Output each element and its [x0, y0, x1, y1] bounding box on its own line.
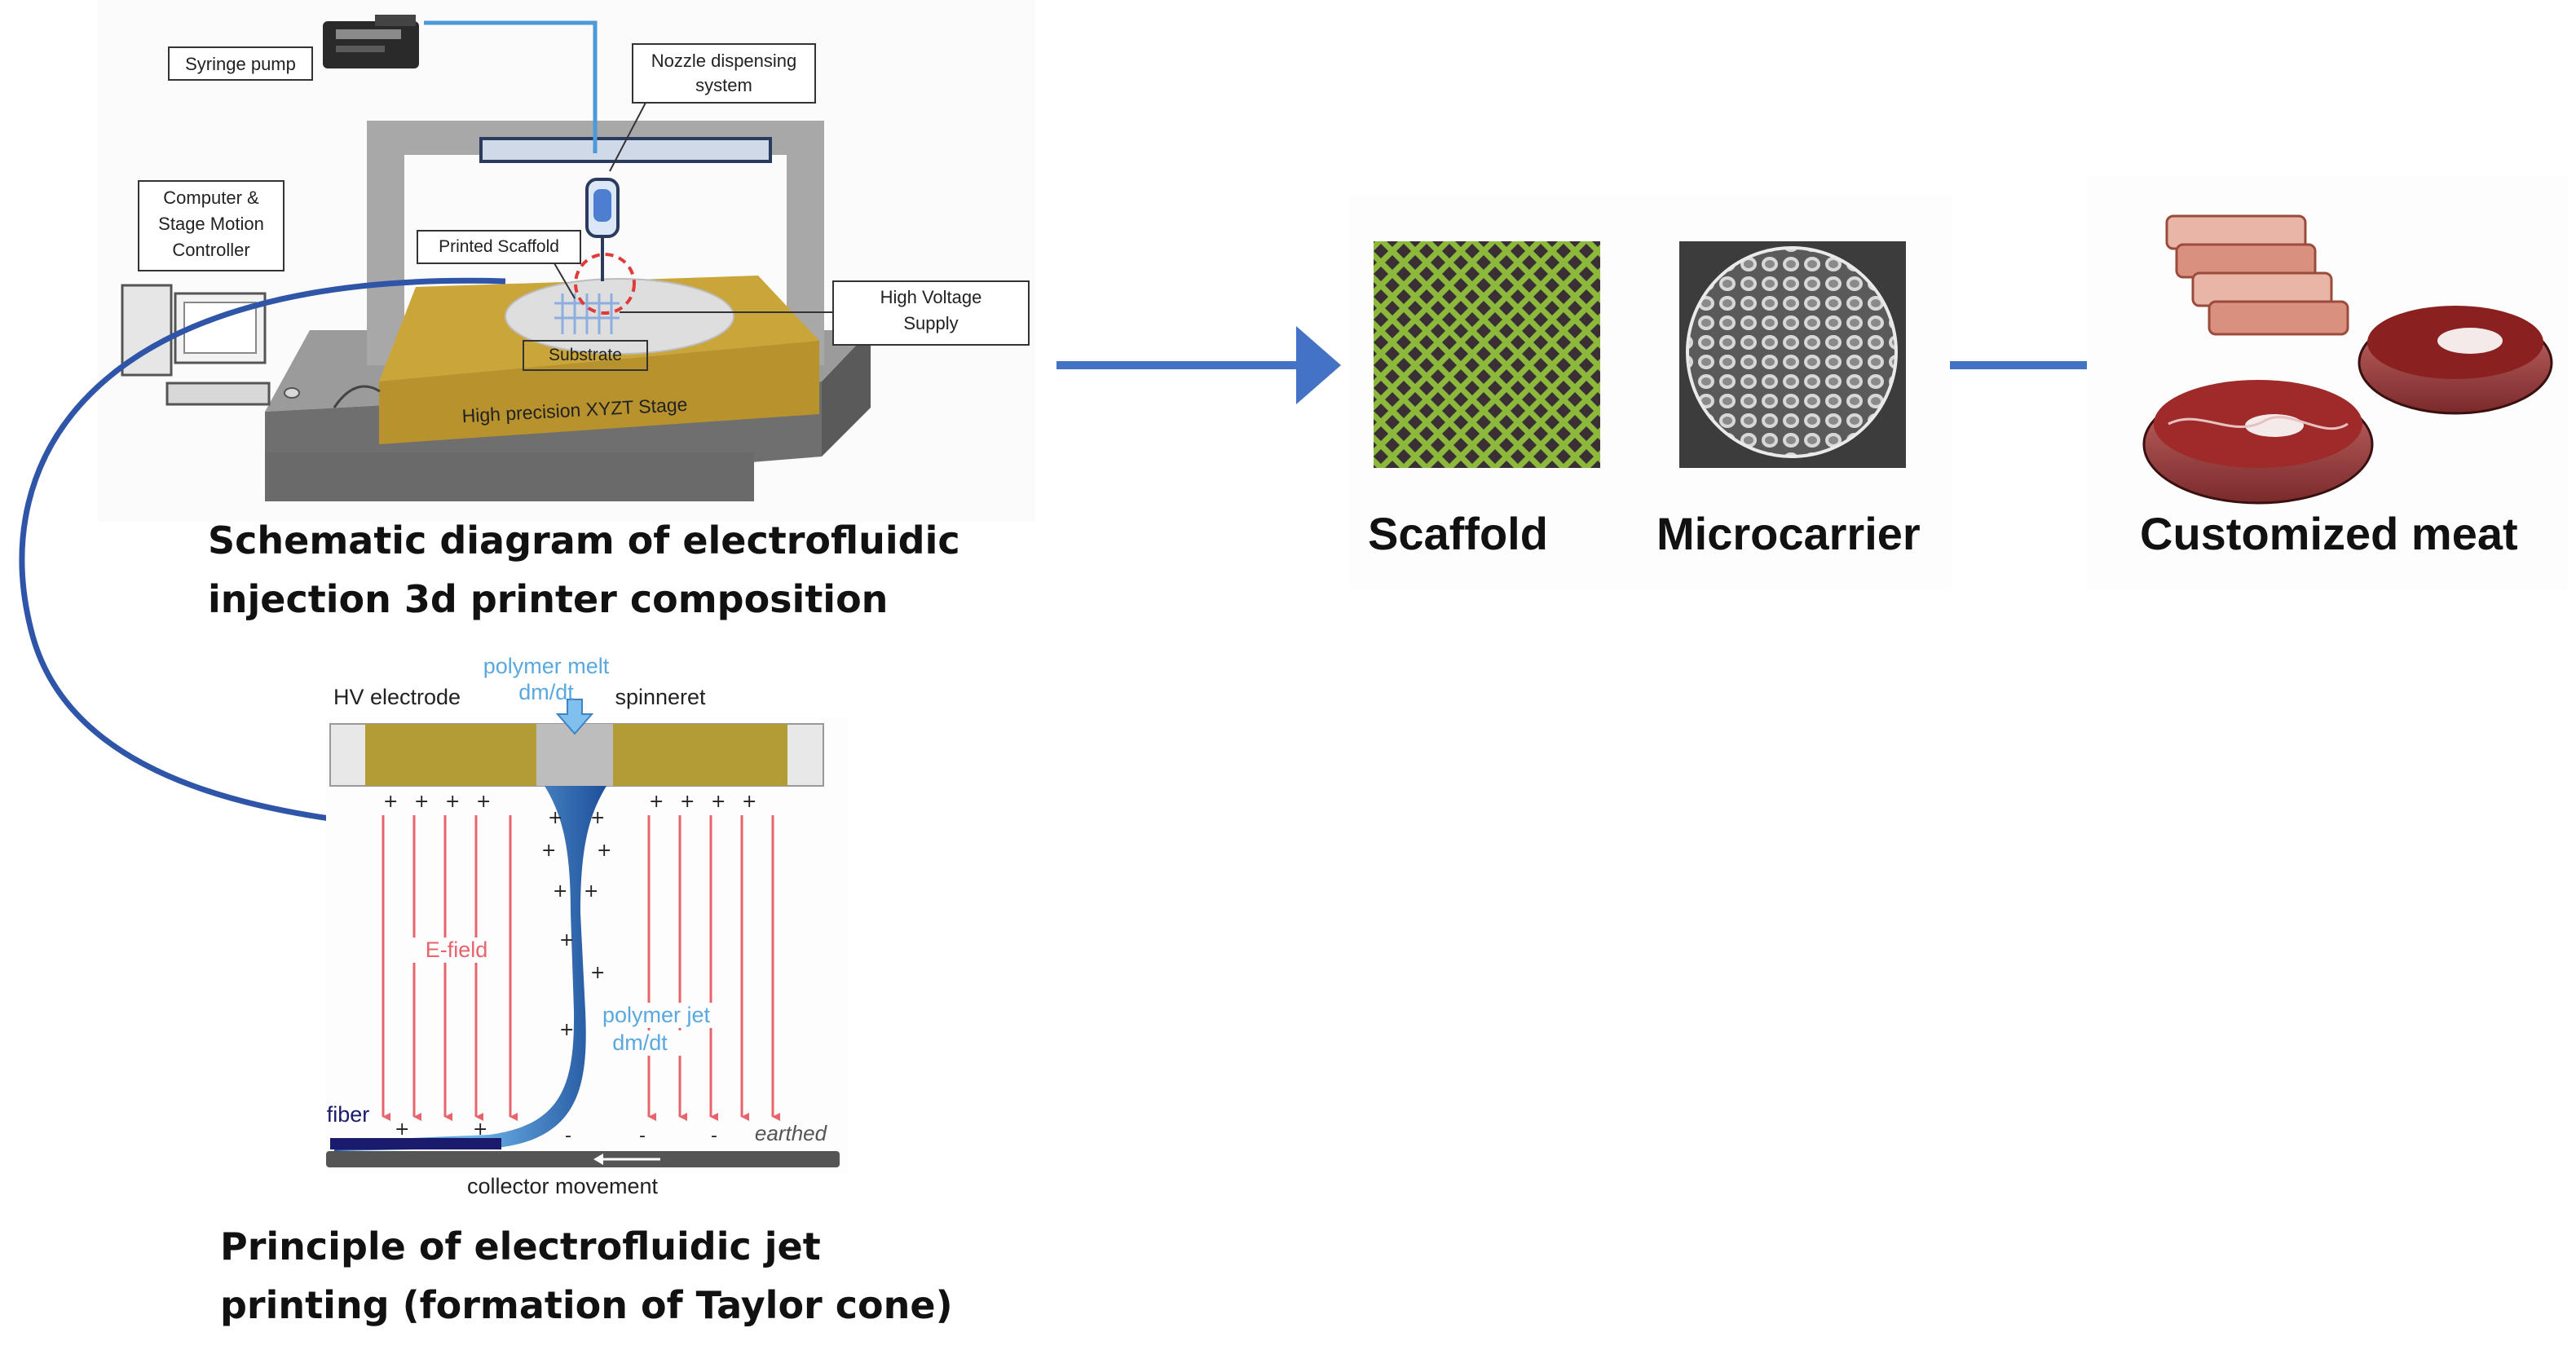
- svg-text:+: +: [742, 792, 756, 812]
- syringe-pump-icon: [323, 15, 419, 68]
- svg-text:+: +: [476, 792, 491, 812]
- leader-nozzle: [609, 102, 646, 172]
- taylor-cone-jet: [334, 786, 607, 1151]
- computer-label-line3: Controller: [172, 240, 250, 260]
- syringe-pump-box: [168, 46, 313, 81]
- svg-text:+: +: [548, 808, 562, 828]
- svg-text:+: +: [473, 1119, 487, 1140]
- svg-text:+: +: [680, 792, 695, 812]
- svg-text:+: +: [559, 1020, 574, 1040]
- printed-scaffold-label: Printed Scaffold: [439, 237, 559, 256]
- scaffold-caption: Scaffold: [1368, 508, 1548, 559]
- svg-text:+: +: [649, 792, 664, 812]
- fiber-label: fiber: [326, 1102, 370, 1127]
- jet-principle: + + + + + + + + + + + + + + + + + + + - - -: [326, 699, 848, 1174]
- svg-text:+: +: [590, 963, 605, 983]
- printer-base-bottom: [265, 452, 754, 501]
- computer-label-line1: Computer &: [163, 188, 259, 208]
- fiber: [330, 1138, 501, 1149]
- computer-label-line2: Stage Motion: [158, 214, 264, 234]
- svg-text:+: +: [559, 930, 574, 951]
- printer-base-side: [822, 330, 871, 457]
- svg-text:+: +: [553, 881, 567, 902]
- jet-caption-line2: printing (formation of Taylor cone): [220, 1283, 953, 1327]
- customized-meat-caption: Customized meat: [2140, 508, 2518, 559]
- feed-tube: [424, 20, 598, 153]
- computer-box: [138, 180, 285, 271]
- svg-text:+: +: [541, 840, 556, 861]
- e-field-label: E-field: [412, 938, 501, 963]
- hv-electrode-left: [365, 724, 536, 786]
- nozzle-label-line2: system: [695, 75, 752, 95]
- printer-schematic: [98, 0, 1035, 522]
- nozzle-focus-circle: [574, 253, 636, 315]
- svg-text:-: -: [711, 1126, 717, 1146]
- svg-text:+: +: [597, 840, 611, 861]
- stage-front: [379, 341, 819, 444]
- polymer-melt-label: polymer melt: [483, 654, 610, 678]
- jet-caption-line1: Principle of electrofluidic jet: [220, 1224, 821, 1268]
- frame-left-pillar: [367, 121, 404, 365]
- substrate-disc: [505, 278, 734, 355]
- svg-text:+: +: [711, 792, 726, 812]
- hv-electrode-right: [613, 724, 787, 786]
- spinneret-label: spinneret: [615, 685, 706, 709]
- microcarrier-caption: Microcarrier: [1656, 508, 1921, 559]
- svg-text:+: +: [383, 792, 398, 812]
- svg-text:-: -: [565, 1126, 571, 1146]
- control-cable: [333, 385, 381, 408]
- e-field-arrows: [382, 815, 780, 1121]
- nozzle-box: [632, 43, 816, 104]
- nozzle-label-line1: Nozzle dispensing: [651, 51, 797, 71]
- printer-caption-line1: Schematic diagram of electrofluidic: [208, 518, 960, 562]
- steak-left: [2142, 380, 2374, 505]
- printed-scaffold-lines: [554, 293, 620, 334]
- svg-text:+: +: [590, 808, 605, 828]
- substrate-label: Substrate: [549, 346, 622, 364]
- leader-scaffold: [554, 262, 576, 299]
- bacon-strips: [2165, 214, 2349, 336]
- polymer-jet-label: polymer jet: [587, 1003, 726, 1028]
- collector-bar: [326, 1151, 840, 1167]
- scaffold-image: [1374, 241, 1600, 468]
- svg-text:+: +: [414, 792, 429, 812]
- printer-caption-line2: injection 3d printer composition: [208, 577, 889, 621]
- collector-arrow: [593, 1154, 660, 1165]
- svg-text:+: +: [445, 792, 460, 812]
- hv-supply-label-line2: Supply: [903, 313, 959, 333]
- printed-scaffold-box: [417, 230, 581, 264]
- substrate-box: [523, 340, 648, 371]
- nozzle-fluid: [593, 189, 611, 222]
- microcarrier-image: [1679, 241, 1906, 468]
- melt-inlet-arrow: [555, 699, 594, 735]
- melt-rate-label: dm/dt: [518, 680, 574, 704]
- collector-movement-label: collector movement: [466, 1174, 659, 1198]
- surface-charges: + + + + + + + + + + + + + + + + + + + - - -: [383, 792, 756, 1146]
- hv-supply-label-line1: High Voltage: [880, 287, 982, 307]
- svg-text:-: -: [639, 1126, 646, 1146]
- svg-text:+: +: [584, 881, 598, 902]
- arrow-to-products: [1056, 326, 1341, 404]
- hv-supply-box: [832, 280, 1030, 346]
- steak-right: [2358, 306, 2553, 415]
- earthed-label: earthed: [754, 1121, 827, 1145]
- meat-image: [2087, 175, 2568, 591]
- svg-text:+: +: [395, 1119, 409, 1140]
- jet-rate-label: dm/dt: [595, 1030, 685, 1056]
- syringe-pump-label: Syringe pump: [185, 54, 296, 74]
- hv-electrode-label: HV electrode: [333, 685, 461, 709]
